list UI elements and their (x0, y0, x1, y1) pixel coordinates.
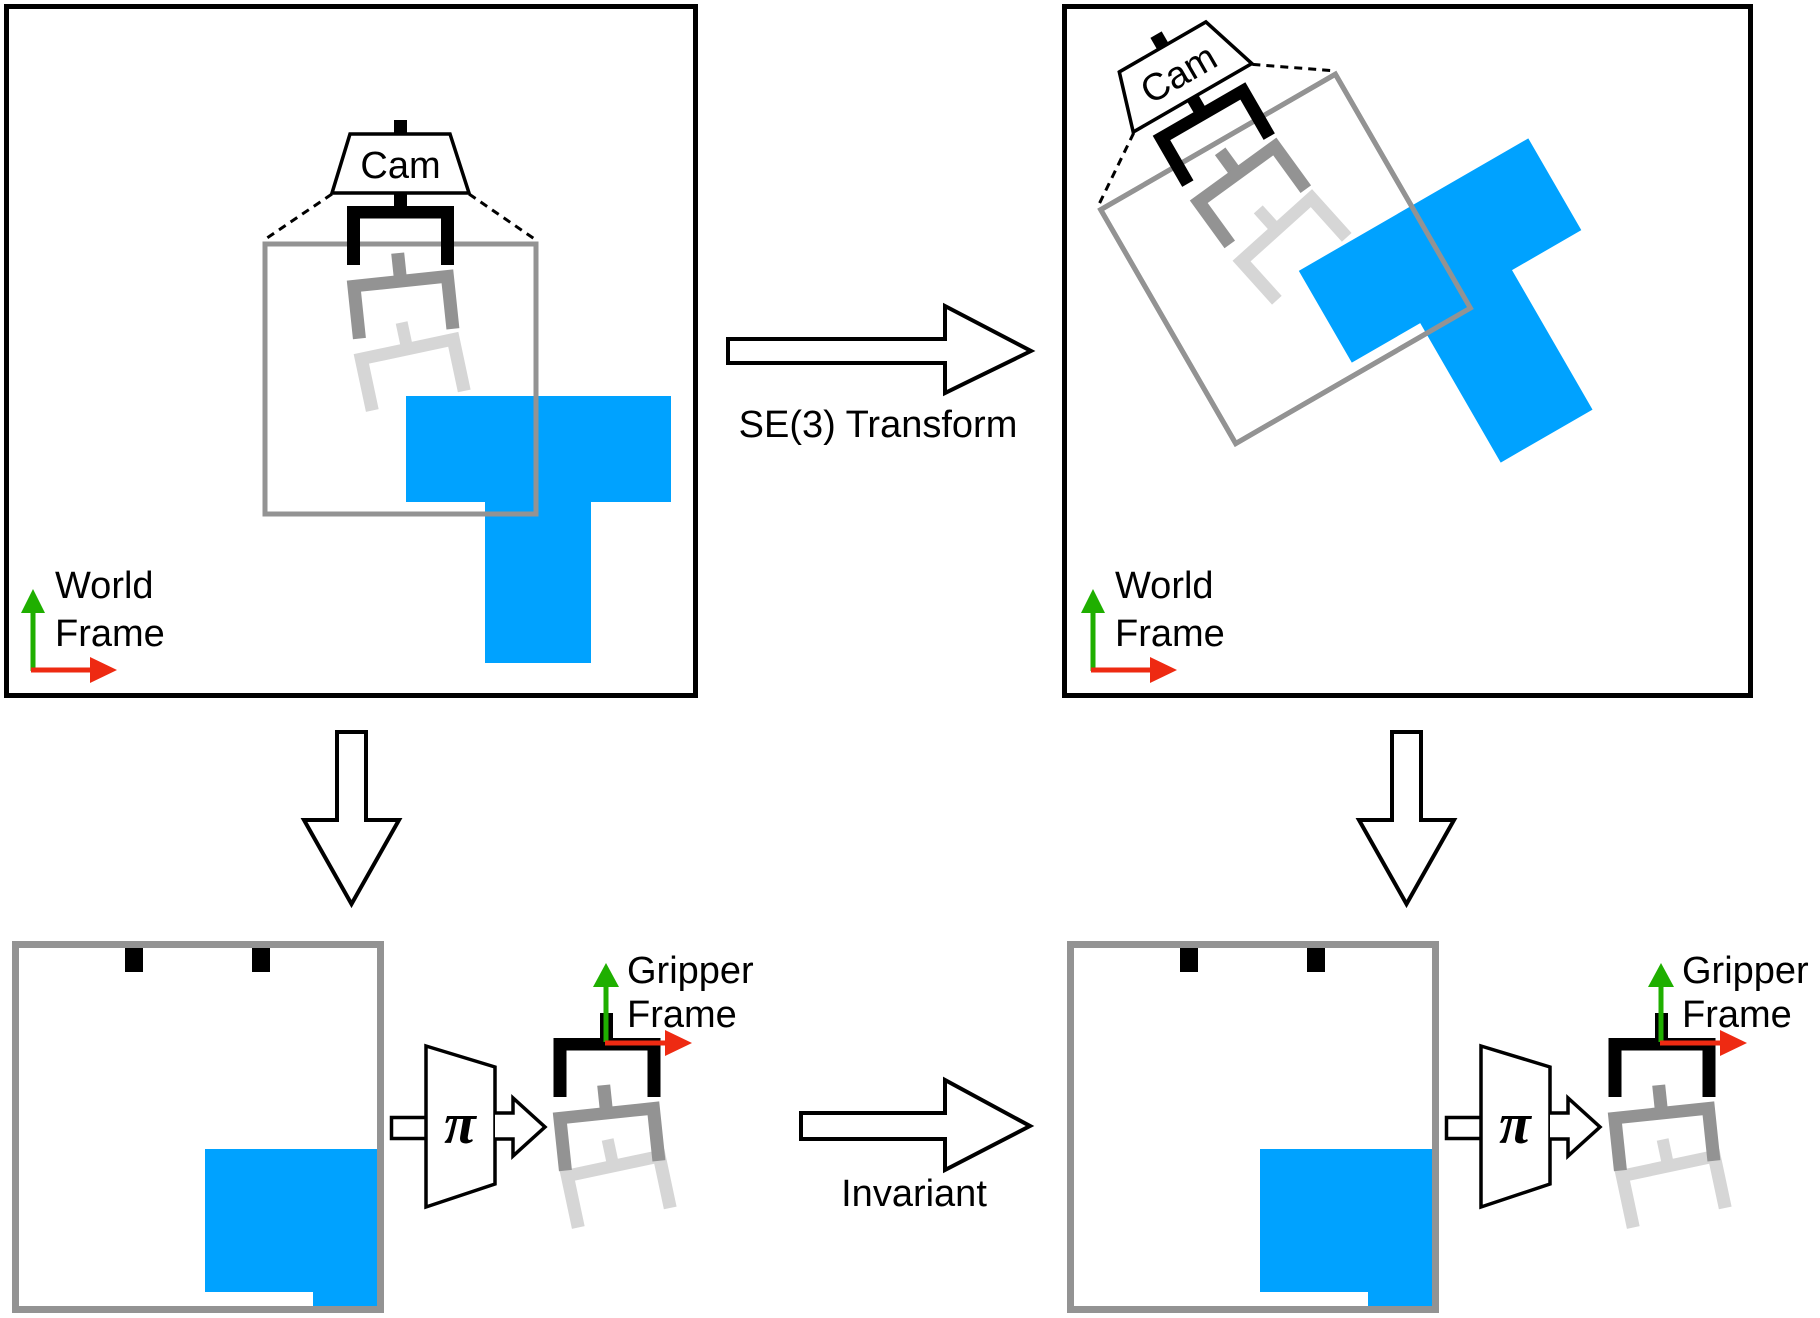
right-arrow-icon (799, 1076, 1035, 1174)
top-left-panel: Cam World Frame (4, 4, 698, 698)
se3-transform-arrow: SE(3) Transform (726, 302, 1036, 446)
gripper-frame-label-line1: Gripper (1682, 950, 1809, 992)
world-frame-label-line1: World (55, 565, 154, 607)
policy-symbol: π (444, 1091, 477, 1156)
bottom-right-group: π Gripper Frame (1067, 941, 1809, 1313)
gripper-frame-label-line2: Frame (1682, 994, 1792, 1036)
world-frame-label-line1: World (1115, 565, 1214, 607)
invariant-label: Invariant (841, 1173, 987, 1215)
bottom-left-group: π Gripper Frame (12, 941, 754, 1313)
down-arrow-left-icon (300, 730, 403, 909)
invariant-arrow: Invariant (799, 1076, 1035, 1215)
gripper-frame-label-line2: Frame (627, 994, 737, 1036)
policy-symbol: π (1499, 1091, 1532, 1156)
camera-observation-right (1067, 941, 1439, 1313)
camera-observation-left (12, 941, 384, 1313)
camera-label: Cam (360, 145, 440, 187)
world-frame-label-line2: Frame (1115, 613, 1225, 655)
gripper-frame-label-line1: Gripper (627, 950, 754, 992)
down-arrow-right-icon (1355, 730, 1458, 909)
right-arrow-icon (726, 302, 1036, 397)
world-frame-label-line2: Frame (55, 613, 165, 655)
top-right-panel: Cam World Frame (1062, 4, 1753, 698)
se3-transform-label: SE(3) Transform (739, 404, 1018, 446)
